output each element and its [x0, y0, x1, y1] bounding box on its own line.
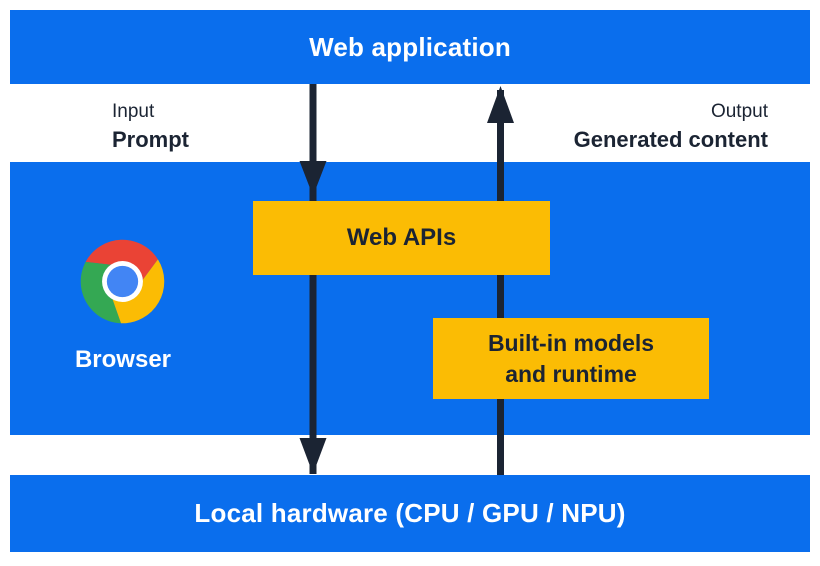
arrow-down-head-bottom: [299, 438, 327, 474]
web-application-label: Web application: [309, 31, 511, 62]
web-apis-label: Web APIs: [346, 224, 457, 251]
web-apis-box: Web APIs: [253, 201, 550, 275]
arrow-up-head: [487, 86, 514, 123]
input-value: Prompt: [112, 127, 189, 152]
local-hardware-label: Local hardware (CPU / GPU / NPU): [194, 498, 626, 528]
input-flow-labels: Input Prompt: [112, 100, 189, 153]
output-value: Generated content: [573, 127, 768, 152]
builtin-models-line2: and runtime: [505, 360, 637, 387]
browser-label: Browser: [74, 346, 172, 373]
output-title: Output: [710, 101, 768, 122]
web-application-layer: Web application: [10, 10, 810, 84]
builtin-models-box: Built-in models and runtime: [433, 318, 709, 399]
local-hardware-layer: Local hardware (CPU / GPU / NPU): [10, 475, 810, 552]
builtin-models-line1: Built-in models: [487, 329, 655, 356]
chrome-blue-center: [106, 265, 139, 298]
output-flow-labels: Output Generated content: [574, 100, 768, 153]
input-title: Input: [112, 101, 155, 122]
chrome-browser-icon-svg: [80, 239, 165, 324]
chrome-browser-icon: [79, 238, 166, 325]
